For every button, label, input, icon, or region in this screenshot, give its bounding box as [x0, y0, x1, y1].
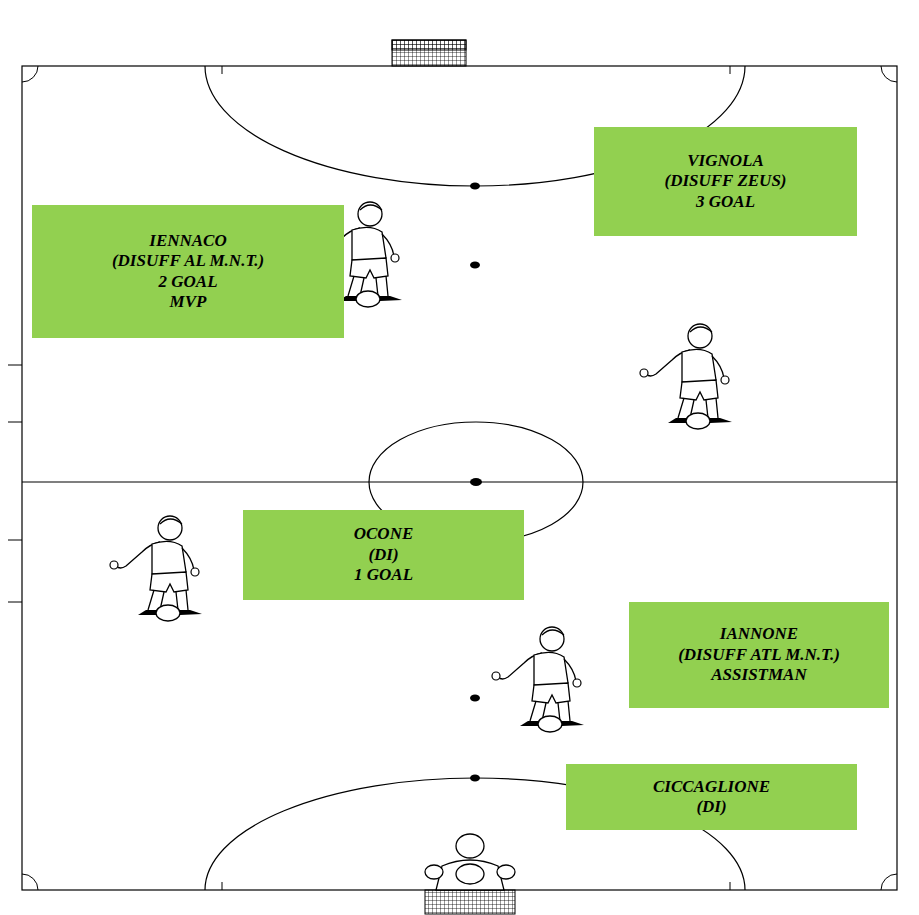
player-label-box: VIGNOLA(DISUFF ZEUS)3 GOAL: [594, 127, 857, 236]
label-text: OCONE: [354, 524, 414, 544]
label-text: IENNACO: [149, 231, 226, 251]
label-text: 1 GOAL: [354, 565, 413, 585]
label-text: 2 GOAL: [158, 272, 217, 292]
player-label-box: IANNONE(DISUFF ATL M.N.T.)ASSISTMAN: [629, 602, 889, 708]
player-label-box: CICCAGLIONE(DI): [566, 764, 857, 830]
label-text: IANNONE: [720, 624, 798, 644]
label-text: (DI): [696, 797, 726, 817]
label-text: (DISUFF ZEUS): [664, 171, 786, 191]
label-text: 3 GOAL: [696, 192, 755, 212]
label-text: ASSISTMAN: [711, 665, 806, 685]
player-label-box: OCONE(DI)1 GOAL: [243, 510, 524, 600]
label-text: (DI): [368, 545, 398, 565]
label-text: (DISUFF ATL M.N.T.): [678, 645, 840, 665]
label-text: VIGNOLA: [687, 151, 764, 171]
player-label-box: IENNACO(DISUFF AL M.N.T.)2 GOALMVP: [32, 205, 344, 338]
label-text: CICCAGLIONE: [653, 777, 770, 797]
label-text: (DISUFF AL M.N.T.): [112, 251, 264, 271]
label-text: MVP: [170, 292, 207, 312]
